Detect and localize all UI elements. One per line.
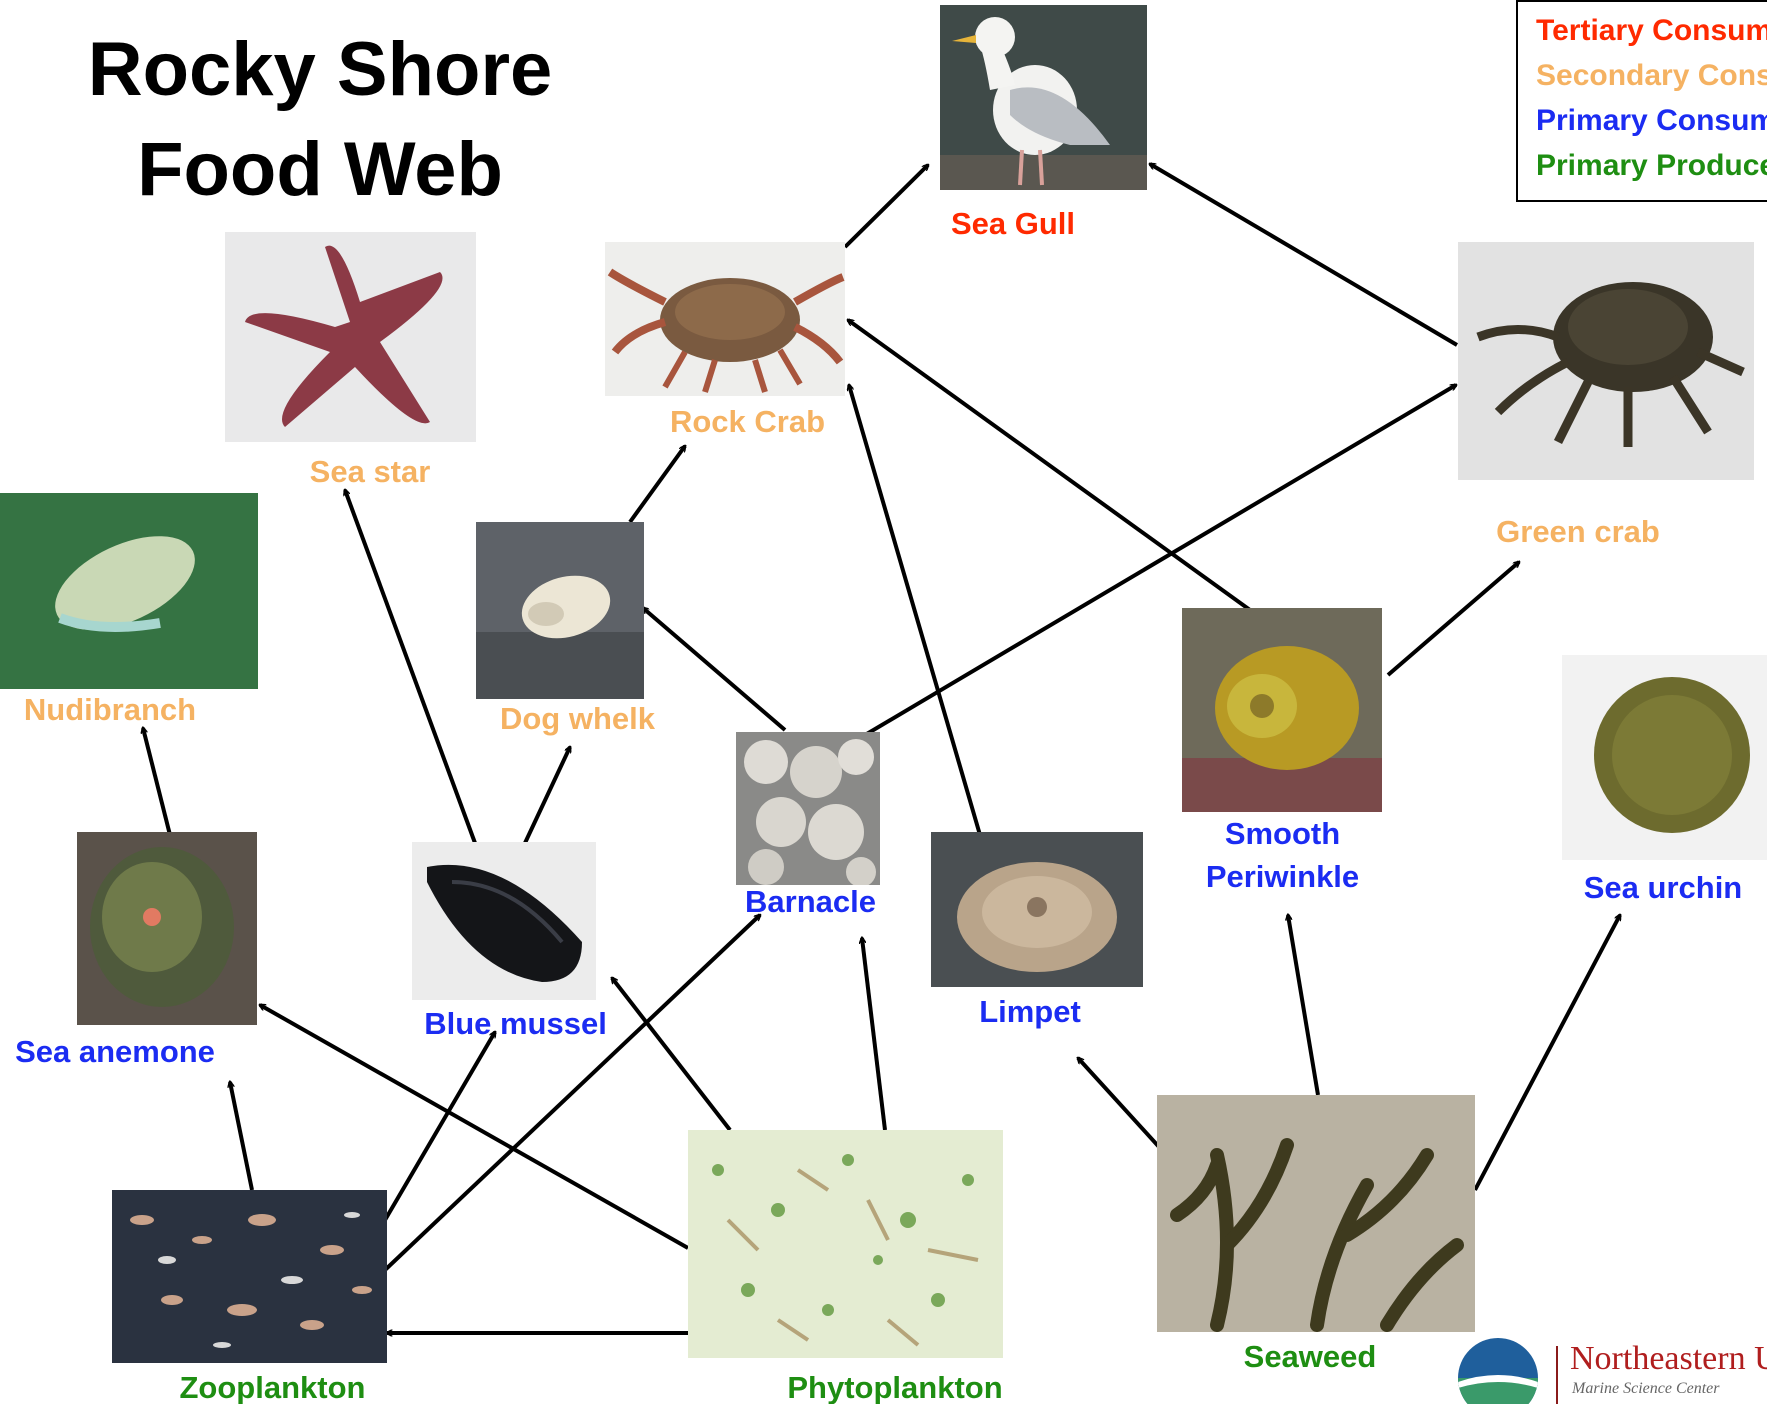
arrow-mussel-to-seastar bbox=[345, 490, 475, 843]
arrow-zooplankton-to-anemone bbox=[230, 1082, 252, 1190]
sea-urchin-label: Sea urchin bbox=[1578, 866, 1748, 909]
arrow-rockcrab-to-seagull bbox=[845, 165, 928, 247]
logo-emblem bbox=[1458, 1338, 1538, 1404]
legend-tertiary: Tertiary Consumers bbox=[1536, 14, 1767, 48]
dog-whelk-label: Dog whelk bbox=[490, 697, 665, 740]
phytoplankton-image bbox=[688, 1130, 1003, 1358]
arrow-seaweed-to-periwinkle bbox=[1288, 915, 1318, 1095]
rock-crab-image bbox=[605, 242, 845, 396]
blue-mussel-image bbox=[412, 842, 596, 1000]
arrow-periwinkle-to-greencrab bbox=[1388, 562, 1519, 675]
northeastern-logo: Northeastern U Marine Science Center bbox=[1458, 1338, 1767, 1404]
green-crab-label: Green crab bbox=[1478, 510, 1678, 553]
barnacle-image bbox=[736, 732, 880, 885]
nudibranch-image bbox=[0, 493, 258, 689]
sea-anemone-image bbox=[77, 832, 257, 1025]
smooth-periwinkle-image bbox=[1182, 608, 1382, 812]
smooth-periwinkle-label-line-1: Smooth bbox=[1190, 812, 1375, 855]
page-title: Rocky Shore Food Web bbox=[60, 20, 580, 220]
sea-star-label: Sea star bbox=[290, 450, 450, 493]
arrow-dogwhelk-to-rockcrab bbox=[630, 446, 685, 522]
nudibranch-label: Nudibranch bbox=[10, 688, 210, 731]
seaweed-image bbox=[1157, 1095, 1475, 1332]
smooth-periwinkle-label-line-2: Periwinkle bbox=[1190, 855, 1375, 898]
title-line-1: Rocky Shore bbox=[60, 20, 580, 120]
green-crab-image bbox=[1458, 242, 1754, 480]
sea-urchin-image bbox=[1562, 655, 1767, 860]
sea-star-image bbox=[225, 232, 476, 442]
blue-mussel-label: Blue mussel bbox=[418, 1002, 613, 1045]
limpet-label: Limpet bbox=[950, 990, 1110, 1033]
rock-crab-label: Rock Crab bbox=[665, 400, 830, 443]
sea-gull-image bbox=[940, 5, 1147, 190]
logo-divider bbox=[1556, 1346, 1558, 1404]
title-line-2: Food Web bbox=[60, 120, 580, 220]
arrow-phyto-to-barnacle bbox=[862, 938, 885, 1130]
phytoplankton-label: Phytoplankton bbox=[770, 1366, 1020, 1404]
arrow-greencrab-to-seagull bbox=[1150, 164, 1457, 345]
arrow-seaweed-to-limpet bbox=[1078, 1058, 1160, 1148]
arrow-mussel-to-dogwhelk bbox=[525, 747, 570, 843]
logo-subtitle: Marine Science Center bbox=[1572, 1380, 1720, 1398]
dog-whelk-image bbox=[476, 522, 644, 699]
arrow-seaweed-to-urchin bbox=[1475, 915, 1620, 1190]
legend-primary-producers: Primary Producers bbox=[1536, 149, 1767, 183]
seaweed-label: Seaweed bbox=[1220, 1335, 1400, 1378]
arrow-zooplankton-to-mussel bbox=[385, 1032, 495, 1220]
arrow-anemone-to-nudibranch bbox=[143, 728, 170, 835]
sea-anemone-label: Sea anemone bbox=[5, 1030, 225, 1073]
trophic-legend: Tertiary Consumers Secondary Consumers P… bbox=[1516, 0, 1767, 202]
zooplankton-image bbox=[112, 1190, 387, 1363]
barnacle-label: Barnacle bbox=[728, 880, 893, 923]
limpet-image bbox=[931, 832, 1143, 987]
logo-name: Northeastern U bbox=[1570, 1340, 1767, 1378]
legend-primary-consumers: Primary Consumers bbox=[1536, 104, 1767, 138]
legend-secondary: Secondary Consumers bbox=[1536, 59, 1767, 93]
sea-gull-label: Sea Gull bbox=[928, 202, 1098, 245]
arrow-periwinkle-to-rockcrab bbox=[848, 320, 1250, 610]
zooplankton-label: Zooplankton bbox=[160, 1366, 385, 1404]
